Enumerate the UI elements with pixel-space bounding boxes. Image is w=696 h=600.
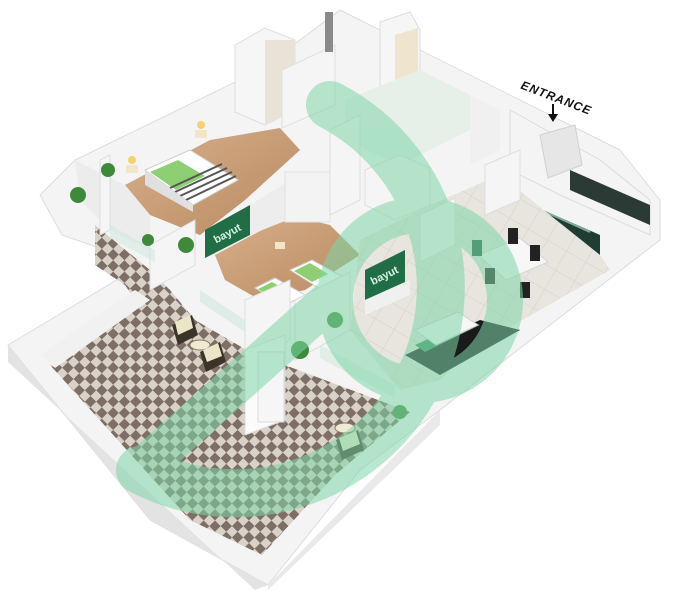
watermark-logo — [116, 81, 523, 518]
bedroom-2 — [205, 171, 360, 306]
entrance-arrow-icon — [548, 104, 558, 122]
wardrobe-block — [234, 11, 421, 129]
bedroom-1 — [75, 121, 300, 250]
